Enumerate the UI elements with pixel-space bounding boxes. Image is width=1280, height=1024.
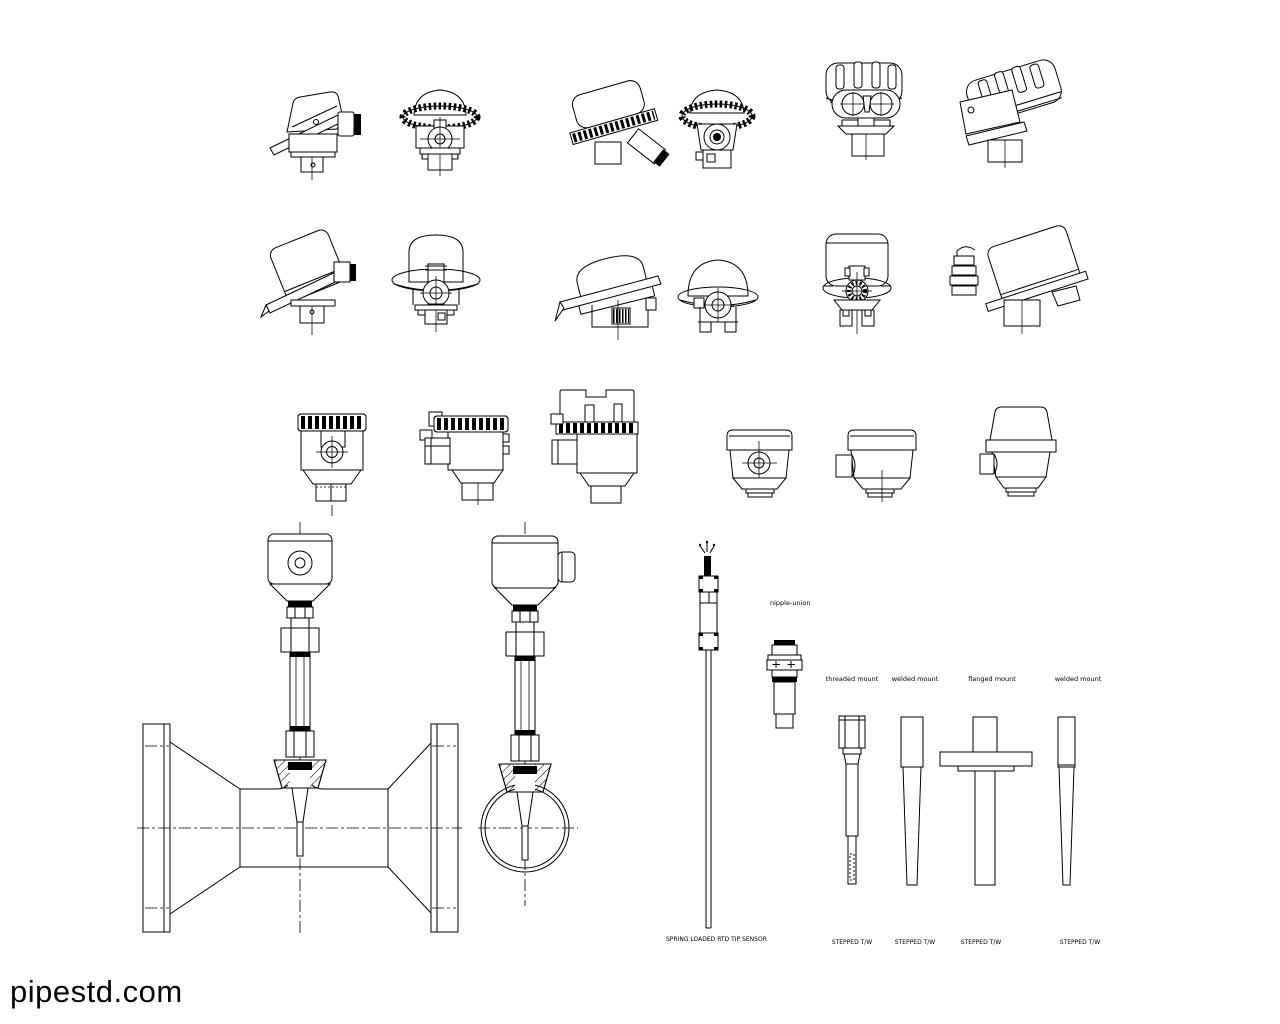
probe-caption: SPRING LOADED RTD TIP SENSOR	[666, 936, 767, 943]
head-dome-flange-front	[677, 259, 759, 333]
mount-label-welded: welded mount	[891, 675, 939, 683]
well-note-4: STEPPED T/W	[1059, 939, 1101, 946]
small-head-side	[835, 429, 917, 502]
head-flat-top-cylinder	[822, 233, 892, 334]
head-knurled-cap-front	[297, 413, 367, 516]
head-hinged-cap-side	[269, 91, 361, 180]
mount-label-flanged: flanged mount	[968, 675, 1016, 683]
small-head-dome	[979, 406, 1057, 497]
nipple-union-sensor	[766, 640, 803, 729]
pipestd-watermark: pipestd.com	[10, 974, 183, 1009]
thermowell-flanged	[939, 716, 1033, 886]
housing-scalloped-cap-tilted	[959, 59, 1063, 168]
mount-label-threaded: threaded mount	[825, 675, 879, 683]
head-knurled-cap-side	[419, 411, 510, 505]
mount-label-welded-2: welded mount	[1054, 675, 1102, 683]
head-dome-front-fitting	[391, 234, 481, 332]
thermowell-welded-tapered	[1057, 716, 1076, 886]
head-cylinder-tilted-hinge	[259, 229, 356, 335]
head-knurled-ring-tilted	[569, 80, 670, 167]
pipe-assembly-end-view	[478, 522, 578, 906]
thermowell-welded	[900, 716, 924, 886]
head-box-tilted-stack	[949, 225, 1089, 334]
head-low-dome-tilted	[554, 255, 662, 340]
head-knurled-dome-front	[399, 89, 481, 176]
spring-loaded-probe	[698, 540, 719, 929]
well-note-1: STEPPED T/W	[831, 939, 873, 946]
well-note-2: STEPPED T/W	[894, 939, 936, 946]
housing-scalloped-cap-front	[825, 61, 903, 160]
flowtube-assembly-side-view	[137, 522, 462, 934]
head-knurled-cap-open	[550, 389, 639, 504]
well-note-3: STEPPED T/W	[960, 939, 1002, 946]
thermowell-threaded	[838, 715, 866, 885]
nipple-union-label: nipple-union	[770, 599, 811, 607]
small-head-front	[726, 429, 793, 498]
head-knurled-ring-front	[678, 89, 756, 169]
